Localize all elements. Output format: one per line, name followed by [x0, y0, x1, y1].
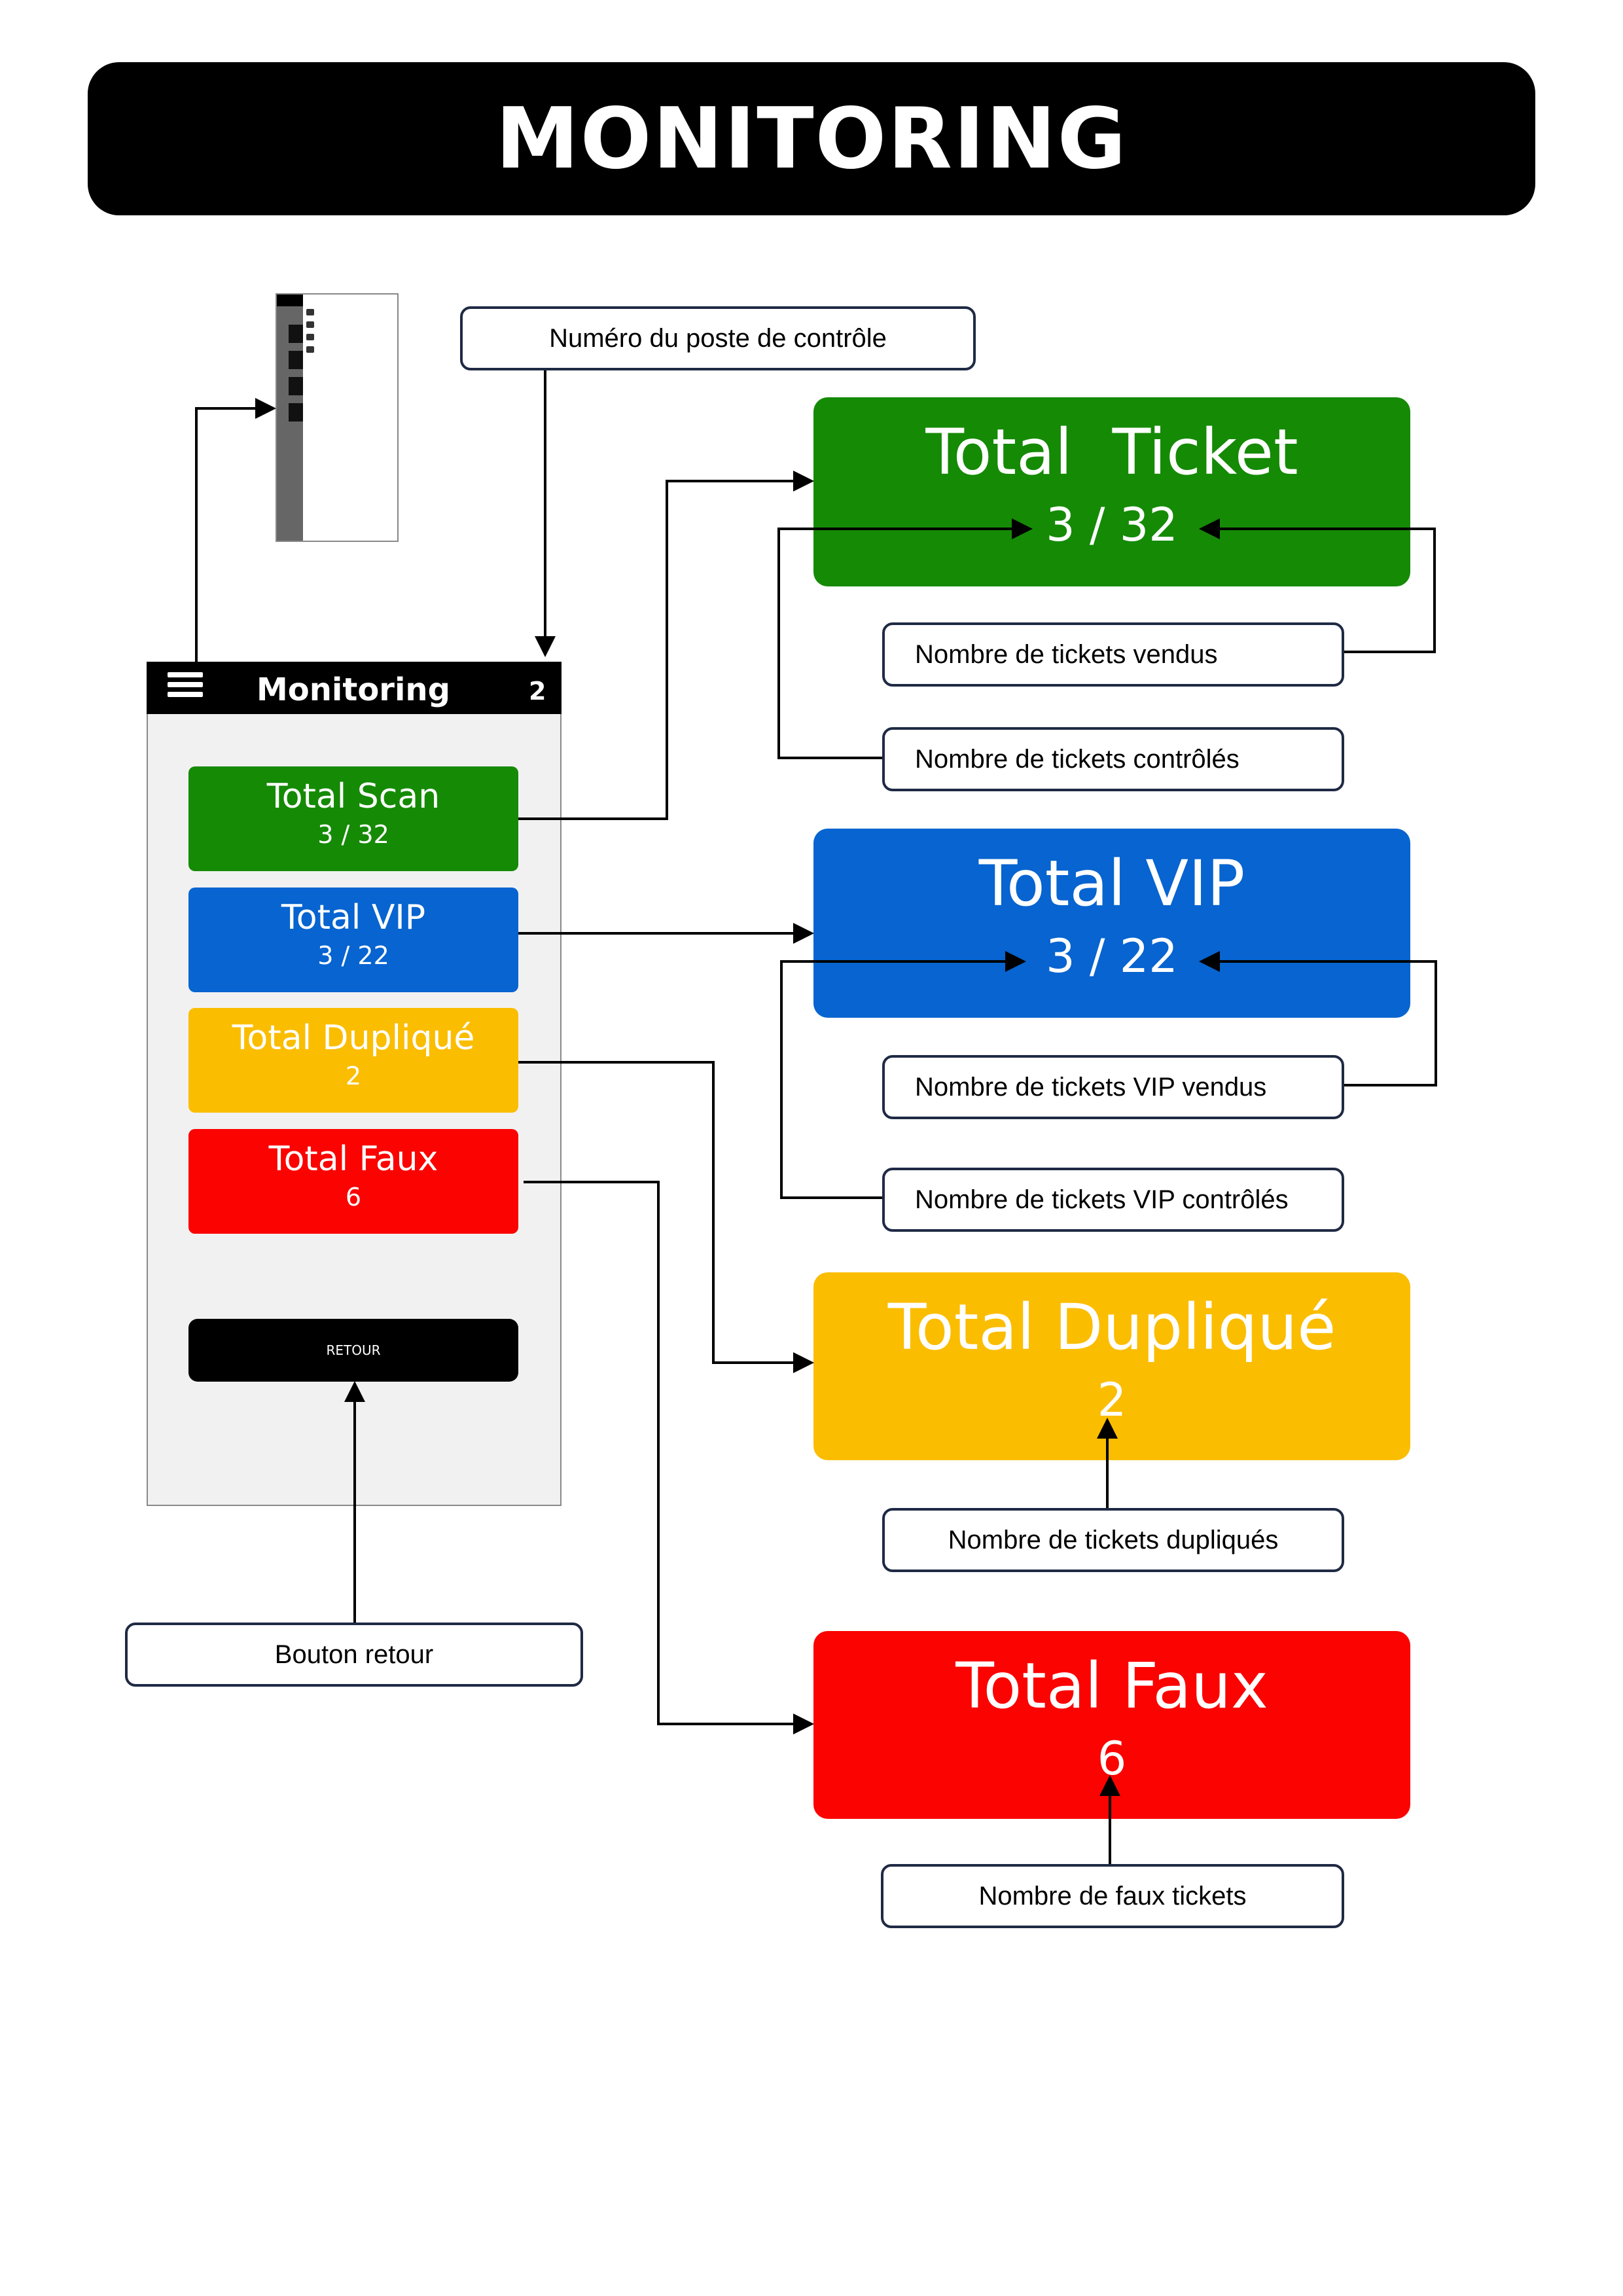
total-vip-button[interactable]: Total VIP 3 / 22: [188, 888, 518, 992]
phone-appbar: [147, 662, 562, 714]
drawer-block: [289, 325, 303, 343]
drawer-item-icon: [306, 334, 314, 340]
total-ticket-card: Total Ticket 3 / 32: [813, 397, 1410, 586]
arrow-controles: [777, 518, 1033, 759]
total-duplique-card-title: Total Dupliqué: [887, 1291, 1336, 1364]
total-vip-card-value: 3 / 22: [1046, 929, 1178, 983]
arrow-vip-controles: [780, 951, 1026, 1199]
label-tickets-dupliques: Nombre de tickets dupliqués: [882, 1508, 1344, 1572]
drawer-topbar: [277, 295, 303, 306]
total-duplique-card: Total Dupliqué 2: [813, 1272, 1410, 1460]
arrow-faux-to-card: [524, 1181, 814, 1734]
arrow-duplique-to-card: [518, 1061, 814, 1373]
arrow-vendus: [1199, 518, 1436, 653]
total-faux-title: Total Faux: [268, 1139, 438, 1179]
total-faux-card-title: Total Faux: [955, 1649, 1268, 1723]
label-numero-poste: Numéro du poste de contrôle: [460, 306, 976, 370]
total-faux-button[interactable]: Total Faux 6: [188, 1129, 518, 1234]
total-vip-title: Total VIP: [281, 898, 426, 937]
total-duplique-button[interactable]: Total Dupliqué 2: [188, 1008, 518, 1113]
label-faux-tickets: Nombre de faux tickets: [881, 1864, 1344, 1928]
arrow-menu-to-drawer: [195, 398, 276, 662]
arrow-scan-to-ticket: [518, 471, 814, 820]
arrow-vip-vendus: [1199, 951, 1437, 1086]
drawer-item-icon: [306, 309, 314, 315]
drawer-item-icon: [306, 321, 314, 328]
total-scan-title: Total Scan: [266, 777, 440, 816]
drawer-item-icon: [306, 346, 314, 353]
hamburger-menu-icon[interactable]: [168, 672, 203, 700]
total-ticket-title: Total Ticket: [925, 416, 1298, 489]
post-number: 2: [529, 677, 546, 706]
drawer-block: [289, 377, 303, 395]
total-scan-value: 3 / 32: [317, 820, 389, 849]
retour-button[interactable]: RETOUR: [188, 1319, 518, 1382]
total-ticket-value: 3 / 32: [1046, 498, 1178, 552]
total-scan-button[interactable]: Total Scan 3 / 32: [188, 766, 518, 871]
total-vip-card-title: Total VIP: [978, 847, 1245, 920]
label-tickets-vendus: Nombre de tickets vendus: [882, 622, 1344, 687]
total-duplique-title: Total Dupliqué: [232, 1018, 475, 1058]
total-faux-value: 6: [345, 1183, 362, 1211]
label-bouton-retour: Bouton retour: [125, 1623, 583, 1687]
label-tickets-vip-controles: Nombre de tickets VIP contrôlés: [882, 1168, 1344, 1232]
total-vip-value: 3 / 22: [317, 941, 389, 970]
label-tickets-vip-vendus: Nombre de tickets VIP vendus: [882, 1055, 1344, 1119]
label-tickets-controles: Nombre de tickets contrôlés: [882, 727, 1344, 791]
banner-title: MONITORING: [495, 90, 1128, 188]
total-vip-card: Total VIP 3 / 22: [813, 829, 1410, 1018]
phone-title: Monitoring: [257, 672, 450, 708]
total-duplique-value: 2: [345, 1062, 362, 1090]
drawer-block: [289, 351, 303, 369]
drawer-block: [289, 403, 303, 422]
banner: MONITORING: [88, 62, 1535, 215]
